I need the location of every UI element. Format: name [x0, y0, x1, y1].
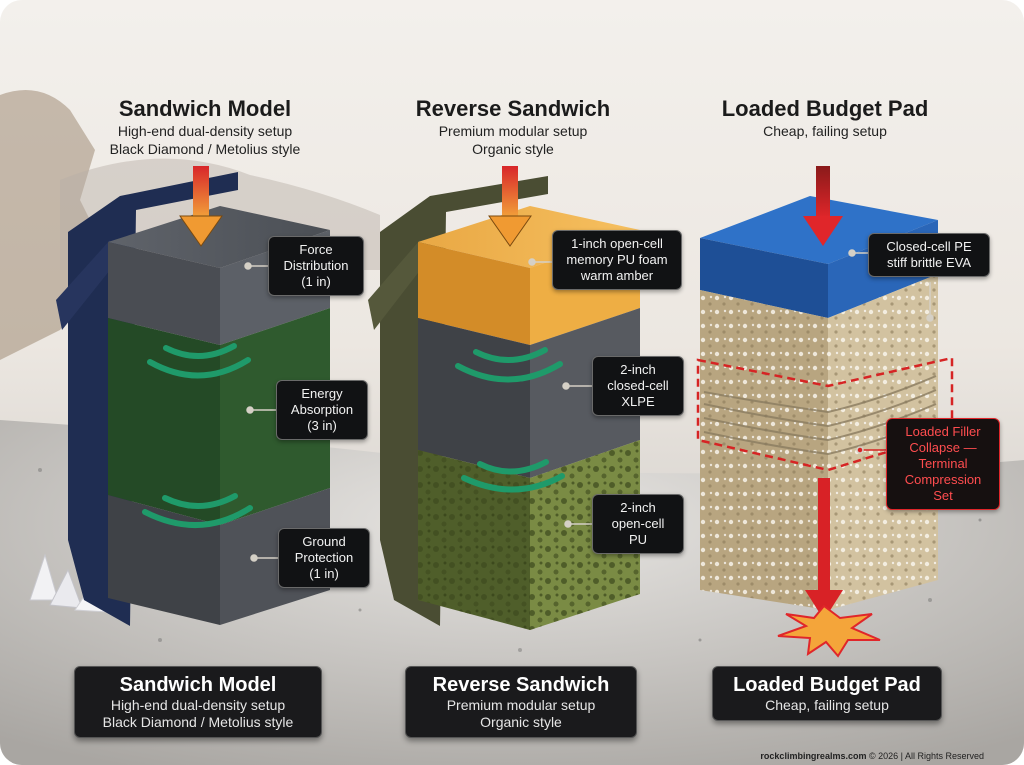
bottom-label-subtitle: Black Diamond / Metolius style: [102, 714, 294, 730]
down-arrow-icon: [179, 166, 223, 247]
callout-line: (1 in): [301, 274, 331, 289]
panel-heading-reverse: Reverse Sandwich Premium modular setup O…: [398, 96, 628, 158]
bottom-label-sandwich: Sandwich Model High-end dual-density set…: [74, 666, 322, 738]
energy-layer-left: [108, 318, 220, 525]
bottom-label-title: Sandwich Model: [119, 674, 277, 696]
ground-layer-right: [220, 488, 330, 625]
callout-line: Energy: [301, 386, 343, 401]
panel-title: Loaded Budget Pad: [721, 96, 929, 121]
filler-texture: [700, 290, 828, 610]
callout-open-cell-memory-foam: 1-inch open-cell memory PU foam warm amb…: [552, 230, 682, 290]
down-arrow-icon: [803, 166, 843, 620]
callout-line: memory PU foam: [566, 252, 668, 267]
callout-line: Collapse —: [909, 440, 977, 455]
callout-line: Loaded Filler: [905, 424, 981, 439]
top-face: [418, 206, 640, 268]
bottom-label-reverse: Reverse Sandwich Premium modular setup O…: [405, 666, 637, 738]
callout-line: Closed-cell PE: [886, 239, 972, 254]
callout-leaders: [244, 249, 934, 562]
callout-line: Set: [933, 488, 953, 503]
top-face: [108, 206, 330, 268]
callout-energy-absorption: Energy Absorption (3 in): [276, 380, 368, 440]
impact-wave-icon: [142, 343, 253, 529]
panel-title: Reverse Sandwich: [415, 96, 611, 121]
callout-line: Ground: [302, 534, 346, 549]
bottom-label-subtitle: High-end dual-density setup: [110, 697, 286, 713]
pu-foam-texture: [418, 450, 530, 630]
callout-line: 2-inch: [620, 362, 656, 377]
amber-layer-left: [418, 242, 530, 345]
xlpe-layer-left: [418, 318, 530, 478]
callout-line: (1 in): [309, 566, 339, 581]
impact-wave-icon: [455, 347, 565, 493]
callout-line: PU: [628, 532, 648, 547]
copyright-footer: rockclimbingrealms.com © 2026 | All Righ…: [760, 751, 984, 761]
panel-subtitle-line: Cheap, failing setup: [763, 123, 887, 139]
panel-heading-budget: Loaded Budget Pad Cheap, failing setup: [705, 96, 945, 140]
callout-line: Terminal: [918, 456, 968, 471]
panel-subtitle-line: Black Diamond / Metolius style: [109, 141, 301, 157]
callout-line: XLPE: [621, 394, 655, 409]
bottom-label-title: Reverse Sandwich: [432, 674, 610, 696]
reverse-sandwich-pad: [368, 166, 640, 630]
bottom-label-subtitle: Organic style: [480, 714, 562, 730]
collapse-zone-outline: [696, 356, 954, 472]
callout-ground-protection: Ground Protection (1 in): [278, 528, 370, 588]
callout-line: Absorption: [290, 402, 354, 417]
bottom-label-subtitle: Premium modular setup: [446, 697, 596, 713]
callout-line: stiff brittle EVA: [886, 255, 972, 270]
bottom-label-subtitle: Cheap, failing setup: [765, 697, 889, 713]
callout-line: Distribution: [283, 258, 349, 273]
strap-flap: [56, 240, 118, 330]
footer-rights: © 2026 | All Rights Reserved: [866, 751, 984, 761]
footer-site: rockclimbingrealms.com: [760, 751, 867, 761]
xlpe-layer-right: [530, 308, 640, 478]
callout-line: Force: [299, 242, 333, 257]
impact-burst-icon: [777, 604, 881, 658]
pu-foam-texture: [530, 440, 640, 630]
panel-heading-sandwich: Sandwich Model High-end dual-density set…: [95, 96, 315, 158]
loaded-budget-pad: [696, 166, 954, 658]
pe-layer-left: [700, 238, 828, 318]
callout-closed-cell-pe: Closed-cell PE stiff brittle EVA: [868, 233, 990, 277]
panel-subtitle-line: High-end dual-density setup: [117, 123, 293, 139]
gravel-texture: [38, 468, 982, 652]
down-arrow-icon: [488, 166, 532, 247]
callout-line: 1-inch open-cell: [571, 236, 663, 251]
bottom-label-title: Loaded Budget Pad: [733, 674, 921, 696]
callout-open-cell-pu: 2-inch open-cell PU: [592, 494, 684, 554]
callout-line: Compression: [904, 472, 982, 487]
callout-line: warm amber: [580, 268, 654, 283]
panel-subtitle-line: Organic style: [472, 141, 554, 157]
callout-line: Protection: [294, 550, 354, 565]
callout-line: closed-cell: [607, 378, 669, 393]
sandwich-model-pad: [56, 166, 330, 626]
panel-subtitle-line: Premium modular setup: [438, 123, 588, 139]
callout-line: open-cell: [611, 516, 665, 531]
callout-closed-cell-xlpe: 2-inch closed-cell XLPE: [592, 356, 684, 416]
callout-line: 2-inch: [620, 500, 656, 515]
bottom-label-budget: Loaded Budget Pad Cheap, failing setup: [712, 666, 942, 721]
callout-filler-collapse: Loaded Filler Collapse — Terminal Compre…: [886, 418, 1000, 510]
force-layer-left: [108, 242, 220, 345]
panel-title: Sandwich Model: [118, 96, 292, 121]
callout-force-distribution: Force Distribution (1 in): [268, 236, 364, 296]
strap-flap: [368, 240, 428, 330]
filler-texture: [828, 274, 938, 610]
callout-line: (3 in): [307, 418, 337, 433]
